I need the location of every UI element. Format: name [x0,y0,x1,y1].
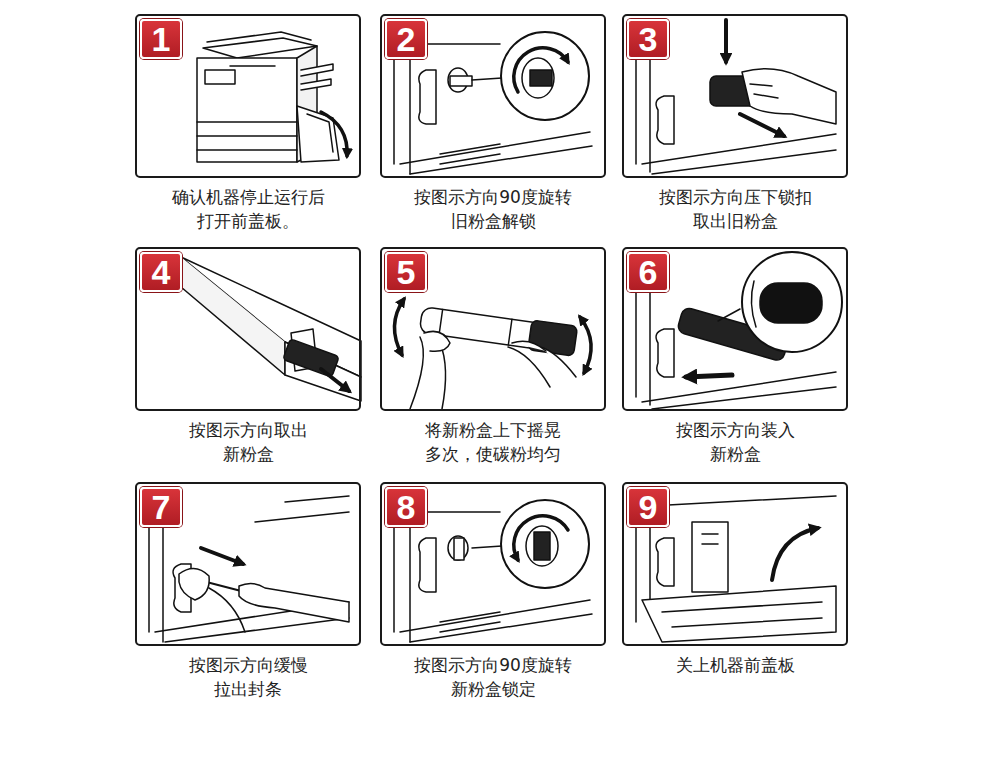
step-number: 1 [140,19,182,59]
step-caption: 按图示方向压下锁扣 取出旧粉盒 [653,185,818,233]
step-number: 9 [627,487,669,527]
step-number: 5 [385,252,427,292]
step-number: 4 [140,252,182,292]
step-panel: 2按图示方向90度旋转 旧粉盒解锁 [380,14,606,178]
step-caption: 按图示方向取出 新粉盒 [166,418,331,466]
step-panel: 8按图示方向90度旋转 新粉盒锁定 [380,482,606,646]
step-caption: 关上机器前盖板 [653,653,818,677]
step-panel: 3按图示方向压下锁扣 取出旧粉盒 [622,14,848,178]
step-number: 7 [140,487,182,527]
step-number: 2 [385,19,427,59]
step-caption: 确认机器停止运行后 打开前盖板。 [166,185,331,233]
step-panel: 6按图示方向装入 新粉盒 [622,247,848,411]
step-caption: 将新粉盒上下摇晃 多次，使碳粉均匀 [411,418,576,466]
step-panel: 4按图示方向取出 新粉盒 [135,247,361,411]
step-number: 6 [627,252,669,292]
step-caption: 按图示方向90度旋转 新粉盒锁定 [411,653,576,701]
step-panel: 1确认机器停止运行后 打开前盖板。 [135,14,361,178]
step-caption: 按图示方向90度旋转 旧粉盒解锁 [411,185,576,233]
step-panel: 7按图示方向缓慢 拉出封条 [135,482,361,646]
step-panel: 5将新粉盒上下摇晃 多次，使碳粉均匀 [380,247,606,411]
step-number: 8 [385,487,427,527]
unbox-drawing [181,257,361,401]
copier-drawing [197,32,347,162]
step-caption: 按图示方向缓慢 拉出封条 [166,653,331,701]
step-number: 3 [627,19,669,59]
step-caption: 按图示方向装入 新粉盒 [653,418,818,466]
shake-drawing [394,299,591,409]
step-panel: 9关上机器前盖板 [622,482,848,646]
